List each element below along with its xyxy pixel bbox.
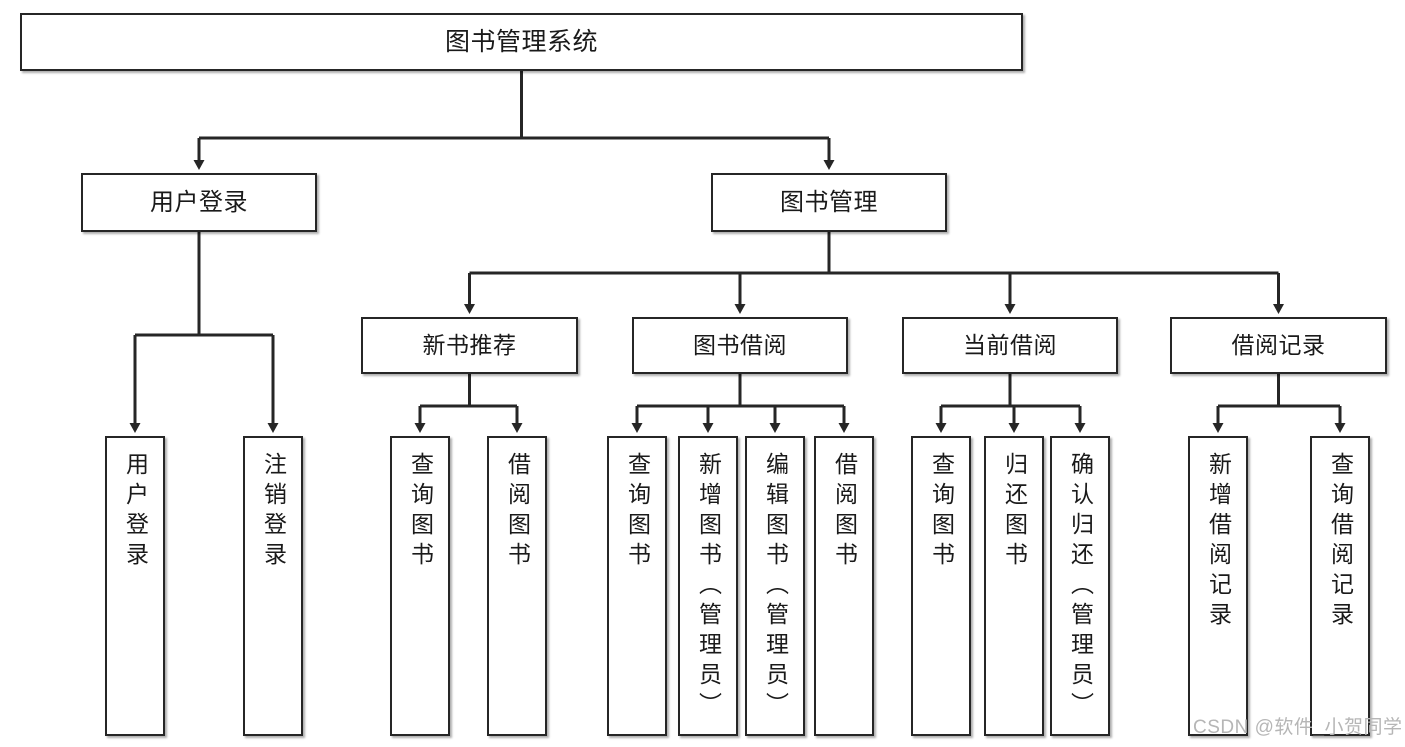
node-label: 用户登录	[150, 188, 248, 216]
node-label: 图书管理系统	[444, 27, 598, 56]
node-label: 归还图书	[1001, 452, 1028, 572]
node-f9[interactable]: 查询图书	[911, 436, 971, 736]
node-f13[interactable]: 查询借阅记录	[1310, 436, 1370, 736]
node-label: 查询图书	[928, 452, 955, 572]
node-label: 查询图书	[624, 452, 651, 572]
node-label: 编辑图书（管理员）	[762, 452, 789, 722]
node-l1b[interactable]: 图书管理	[711, 173, 947, 232]
node-f10[interactable]: 归还图书	[984, 436, 1044, 736]
node-label: 图书借阅	[693, 332, 787, 359]
node-f5[interactable]: 查询图书	[607, 436, 667, 736]
node-f1[interactable]: 用户登录	[105, 436, 165, 736]
node-label: 新增借阅记录	[1205, 452, 1232, 632]
node-label: 查询图书	[407, 452, 434, 572]
node-label: 图书管理	[780, 188, 878, 216]
node-f4[interactable]: 借阅图书	[487, 436, 547, 736]
node-f12[interactable]: 新增借阅记录	[1188, 436, 1248, 736]
node-label: 新增图书（管理员）	[695, 452, 722, 722]
node-l2c[interactable]: 当前借阅	[902, 317, 1118, 374]
node-f7[interactable]: 编辑图书（管理员）	[745, 436, 805, 736]
node-label: 新书推荐	[422, 332, 517, 359]
node-l2d[interactable]: 借阅记录	[1170, 317, 1387, 374]
node-l2a[interactable]: 新书推荐	[361, 317, 578, 374]
node-label: 注销登录	[260, 452, 287, 572]
node-label: 查询借阅记录	[1327, 452, 1354, 632]
node-f8[interactable]: 借阅图书	[814, 436, 874, 736]
node-f3[interactable]: 查询图书	[390, 436, 450, 736]
node-label: 借阅记录	[1231, 332, 1326, 359]
node-l2b[interactable]: 图书借阅	[632, 317, 848, 374]
node-f2[interactable]: 注销登录	[243, 436, 303, 736]
node-f11[interactable]: 确认归还（管理员）	[1050, 436, 1110, 736]
node-label: 确认归还（管理员）	[1067, 452, 1094, 722]
node-label: 用户登录	[122, 452, 149, 572]
node-label: 借阅图书	[831, 452, 858, 572]
node-f6[interactable]: 新增图书（管理员）	[678, 436, 738, 736]
node-l1a[interactable]: 用户登录	[81, 173, 317, 232]
edge-group	[129, 71, 1346, 433]
node-root[interactable]: 图书管理系统	[20, 13, 1023, 71]
node-label: 借阅图书	[504, 452, 531, 572]
node-label: 当前借阅	[963, 332, 1057, 359]
